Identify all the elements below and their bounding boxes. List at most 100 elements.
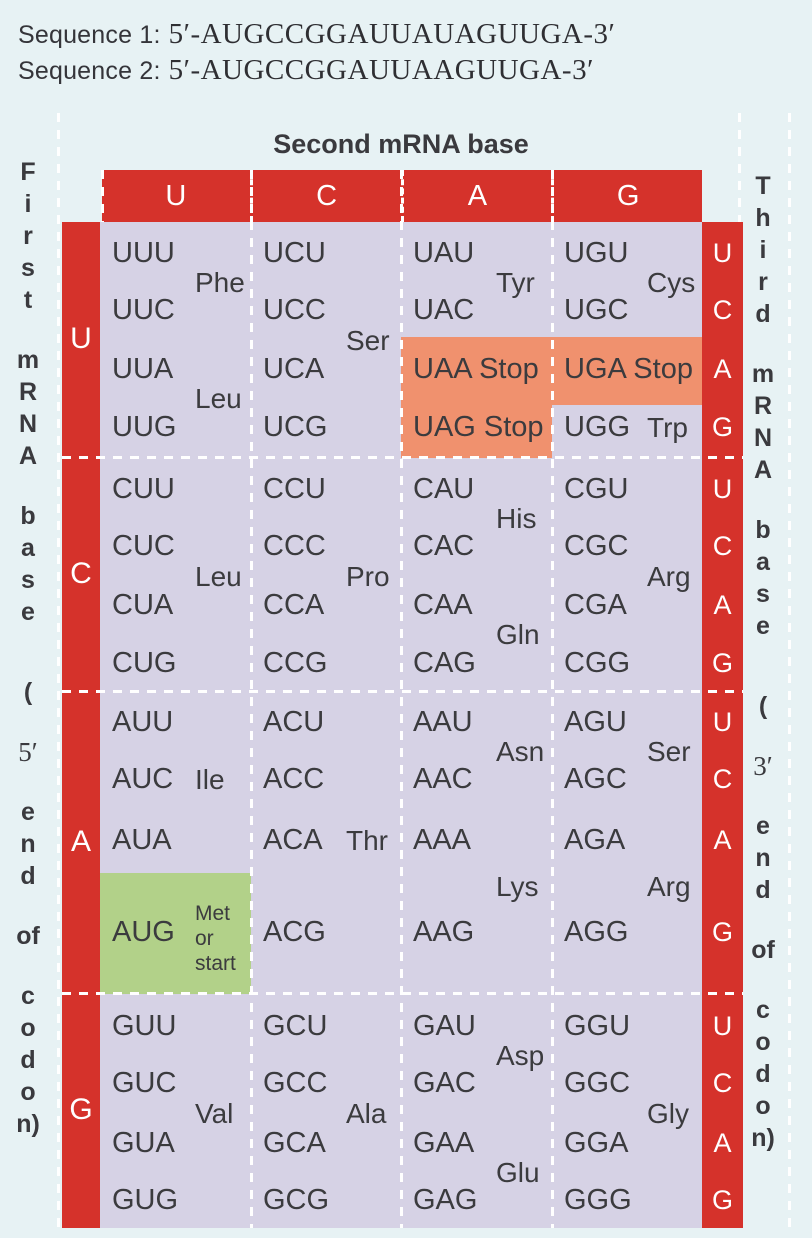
amino-acid-label: Pro [346,560,390,592]
codon-text: UCG [263,411,328,443]
third-base-letter-G: G [711,412,733,442]
sequence-1: Sequence 1: 5′-AUGCCGGAUUAUAGUUGA-3′ [18,18,615,54]
axis-letter: d [755,876,771,904]
axis-letter: ( [23,678,33,706]
amino-acid-label: Gly [647,1098,689,1129]
codon-text: UAA Stop [413,353,539,385]
codon-text: GCA [263,1127,326,1159]
axis-letter: s [21,254,35,282]
axis-letter: o [755,1028,771,1056]
codon-text: UGA Stop [564,353,693,385]
axis-word: ( [743,690,783,722]
amino-acid-label: Tyr [496,266,535,298]
axis-letter: A [18,442,38,470]
axis-letter: of [751,936,775,964]
codon-text: GAC [413,1067,476,1099]
codon-text: CCU [263,473,326,505]
third-base-letter-A: A [713,354,732,384]
amino-acid-label: His [496,502,537,534]
header-left-edge-dashes [101,170,104,222]
axis-letter: N [753,424,773,452]
first-base-letter-U: U [70,322,92,355]
codon-text: GUU [112,1010,177,1042]
third-base-letter-G: G [711,648,733,678]
axis-letter: c [21,982,35,1010]
codon-text: AUC [112,763,174,795]
start-codon-label-line: or [195,927,214,950]
codon-text: UAC [413,294,475,326]
first-base-letter-C: C [70,557,92,590]
codon-text: CAG [413,647,476,679]
amino-acid-label: Cys [647,266,696,298]
axis-letter: 5′ [18,737,38,767]
codon-text: CGA [564,589,627,621]
axis-letter: e [21,598,35,626]
amino-acid-label: Thr [346,825,388,856]
axis-letter: T [755,172,771,200]
codon-text: CUA [112,589,174,621]
third-base-letter-A: A [713,825,732,855]
codon-text: UGU [564,237,629,269]
codon-text: UAU [413,237,475,269]
third-base-letter-U: U [712,474,733,504]
axis-word: ( [8,676,48,708]
column-separator-c-a [400,170,403,1228]
amino-acid-label: Lys [496,871,539,902]
amino-acid-label: Ser [647,735,691,767]
codon-text: ACA [263,824,323,856]
axis-letter: 3′ [753,751,773,781]
codon-text: GAA [413,1127,475,1159]
amino-acid-label: Ala [346,1098,387,1129]
codon-text: ACG [263,916,326,948]
axis-letter: a [756,548,770,576]
axis-letter: n) [16,1110,40,1138]
axis-word: of [743,934,783,966]
codon-text: AUG [112,916,175,948]
first-base-letter-A: A [70,825,91,858]
start-codon-highlight [100,873,251,994]
axis-letter: d [755,1060,771,1088]
codon-text: AAA [413,824,472,856]
axis-letter: m [16,346,40,374]
amino-acid-label: Ser [346,324,390,356]
codon-text: UGG [564,411,631,443]
axis-letter: n) [751,1124,775,1152]
row-separator-a-g [62,992,743,995]
axis-letter: i [759,236,767,264]
third-base-letter-G: G [711,1185,733,1215]
third-base-band [702,222,743,1228]
codon-text: UUU [112,237,175,269]
codon-text: UCC [263,294,326,326]
first-base-band [62,222,100,1228]
row-separator-u-c [62,456,743,459]
codon-text: CAU [413,473,475,505]
third-base-letter-C: C [712,764,733,794]
codon-text: GUC [112,1067,177,1099]
sequence-block: Sequence 1: 5′-AUGCCGGAUUAUAGUUGA-3′ Seq… [18,18,615,90]
axis-letter: d [20,1046,36,1074]
axis-word: of [8,920,48,952]
amino-acid-label: Trp [647,412,688,443]
axis-letter: o [20,1078,36,1106]
codon-text: UUG [112,411,177,443]
amino-acid-label: Val [195,1098,234,1129]
axis-letter: e [756,612,770,640]
sequence-2-label: Sequence 2: [18,57,161,85]
axis-letter: o [20,1014,36,1042]
codon-text: AAG [413,916,475,948]
first-base-letter-G: G [69,1093,93,1126]
codon-text: UAG Stop [413,411,544,443]
axis-letter: r [758,268,768,296]
codon-text: UGC [564,294,629,326]
axis-letter: ( [758,692,768,720]
amino-acid-label: Arg [647,871,691,902]
axis-letter: A [753,456,773,484]
axis-letter: n [755,844,771,872]
codon-text: CUC [112,530,175,562]
axis-letter: c [756,996,770,1024]
